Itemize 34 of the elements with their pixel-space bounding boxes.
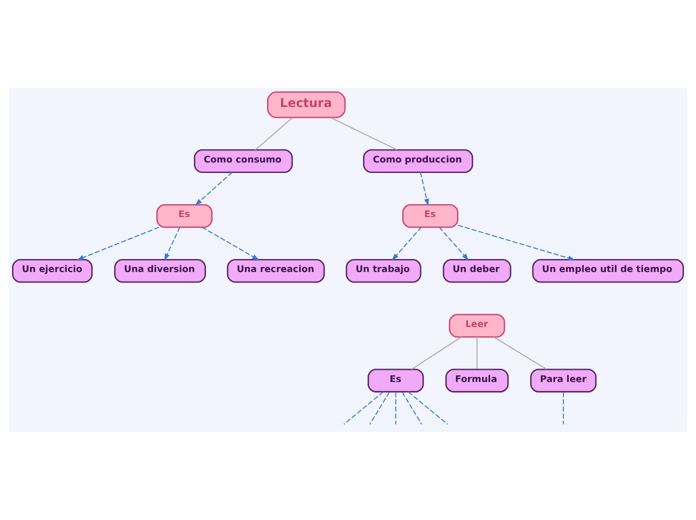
arrow	[195, 172, 232, 206]
arrow	[76, 226, 160, 260]
connector	[344, 392, 384, 425]
node-box: Leer	[448, 314, 506, 338]
node-box: Como consumo	[194, 149, 293, 174]
node-box: Es	[156, 204, 213, 228]
connector	[493, 336, 547, 370]
node-box: Un deber	[442, 258, 512, 283]
connector	[411, 336, 462, 370]
connector	[408, 392, 448, 425]
node-box: Formula	[445, 368, 509, 392]
node-box: Es	[402, 204, 458, 228]
arrow	[202, 226, 260, 260]
arrow	[458, 224, 576, 260]
connector	[402, 392, 422, 424]
connector	[395, 392, 396, 424]
node-box: Como produccion	[363, 149, 474, 174]
connector	[369, 392, 390, 424]
node-box: Una recreacion	[226, 258, 325, 283]
node-box: Es	[368, 368, 424, 392]
arrow	[164, 227, 180, 261]
connector	[330, 117, 398, 150]
node-box: Un ejercicio	[12, 258, 93, 283]
connector	[254, 117, 294, 150]
node-box: Para leer	[530, 368, 597, 392]
node-box: Lectura	[267, 91, 346, 118]
arrow	[392, 226, 422, 260]
node-box: Una diversion	[114, 258, 206, 283]
node-box: Un trabajo	[346, 258, 422, 283]
connector	[476, 336, 478, 370]
connector	[562, 392, 564, 424]
arrow	[420, 172, 430, 206]
node-box: Un empleo util de tiempo	[532, 258, 684, 283]
arrow	[438, 226, 469, 260]
